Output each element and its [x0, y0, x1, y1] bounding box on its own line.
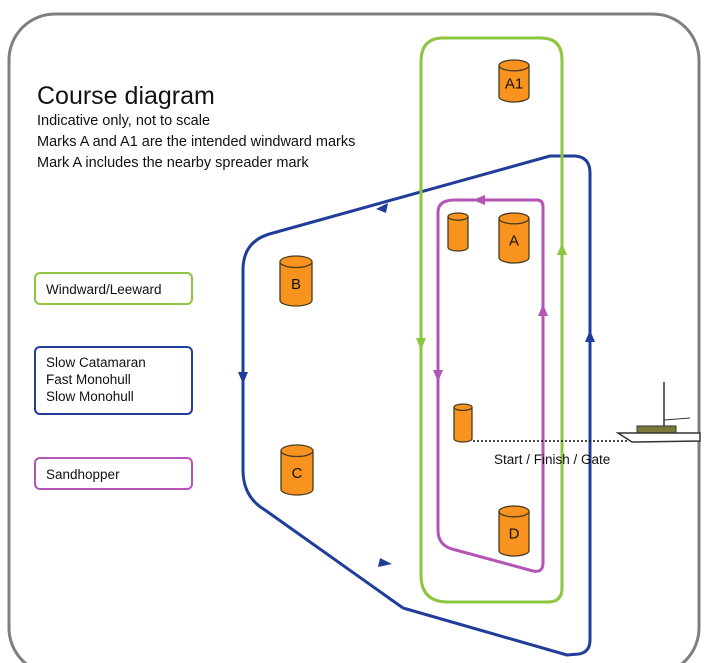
diagram-frame	[7, 12, 701, 663]
windward-leeward-course-path	[419, 36, 564, 604]
blue-arrow-right	[585, 330, 595, 342]
sandhopper-course-path	[436, 198, 545, 573]
start-finish-gate-label: Start / Finish / Gate	[494, 452, 611, 467]
magenta-arrow-up	[538, 304, 548, 316]
legend-slow-monohull-label: Slow Monohull	[46, 389, 134, 404]
magenta-arrow-down	[433, 370, 443, 382]
mark-b-label: B	[291, 276, 301, 293]
mark-a-icon: A	[498, 212, 530, 264]
windward-leeward-course-arrows	[416, 243, 567, 350]
legend-blue-courses: Slow Catamaran Fast Monohull Slow Monohu…	[34, 346, 193, 415]
note-spreader-mark: Mark A includes the nearby spreader mark	[37, 155, 309, 171]
mark-a1-label: A1	[505, 76, 523, 93]
mark-c-label: C	[292, 465, 303, 482]
mark-d-label: D	[509, 526, 520, 543]
committee-boat-icon	[615, 382, 701, 443]
diagram-title: Course diagram	[37, 82, 215, 110]
mark-c-icon: C	[280, 444, 314, 496]
blue-arrow-left	[238, 372, 248, 384]
mark-b-icon: B	[279, 255, 313, 307]
blue-course-arrows	[238, 203, 595, 567]
mark-spreader-icon	[447, 212, 469, 252]
magenta-arrow-top	[473, 195, 485, 205]
legend-fast-monohull-label: Fast Monohull	[46, 372, 131, 387]
legend-windward-leeward: Windward/Leeward	[34, 272, 193, 305]
marks-layer: A1A B C D	[279, 59, 530, 557]
sandhopper-course-arrows	[433, 195, 548, 382]
mark-gate-icon	[453, 403, 473, 443]
legend-slow-catamaran-label: Slow Catamaran	[46, 355, 146, 370]
legend-sandhopper-label: Sandhopper	[46, 467, 120, 482]
green-arrow-up	[557, 243, 567, 255]
mark-d-icon: D	[498, 505, 530, 557]
note-indicative: Indicative only, not to scale	[37, 113, 211, 129]
legend-sandhopper: Sandhopper	[34, 457, 193, 490]
legend-windward-leeward-label: Windward/Leeward	[46, 282, 162, 297]
note-windward-marks: Marks A and A1 are the intended windward…	[37, 134, 356, 150]
blue-arrow-bottom	[378, 558, 392, 567]
mark-a-label: A	[509, 233, 519, 250]
blue-arrow-top	[376, 203, 388, 213]
green-arrow-down	[416, 338, 426, 350]
mark-a1-icon: A1	[498, 59, 530, 103]
